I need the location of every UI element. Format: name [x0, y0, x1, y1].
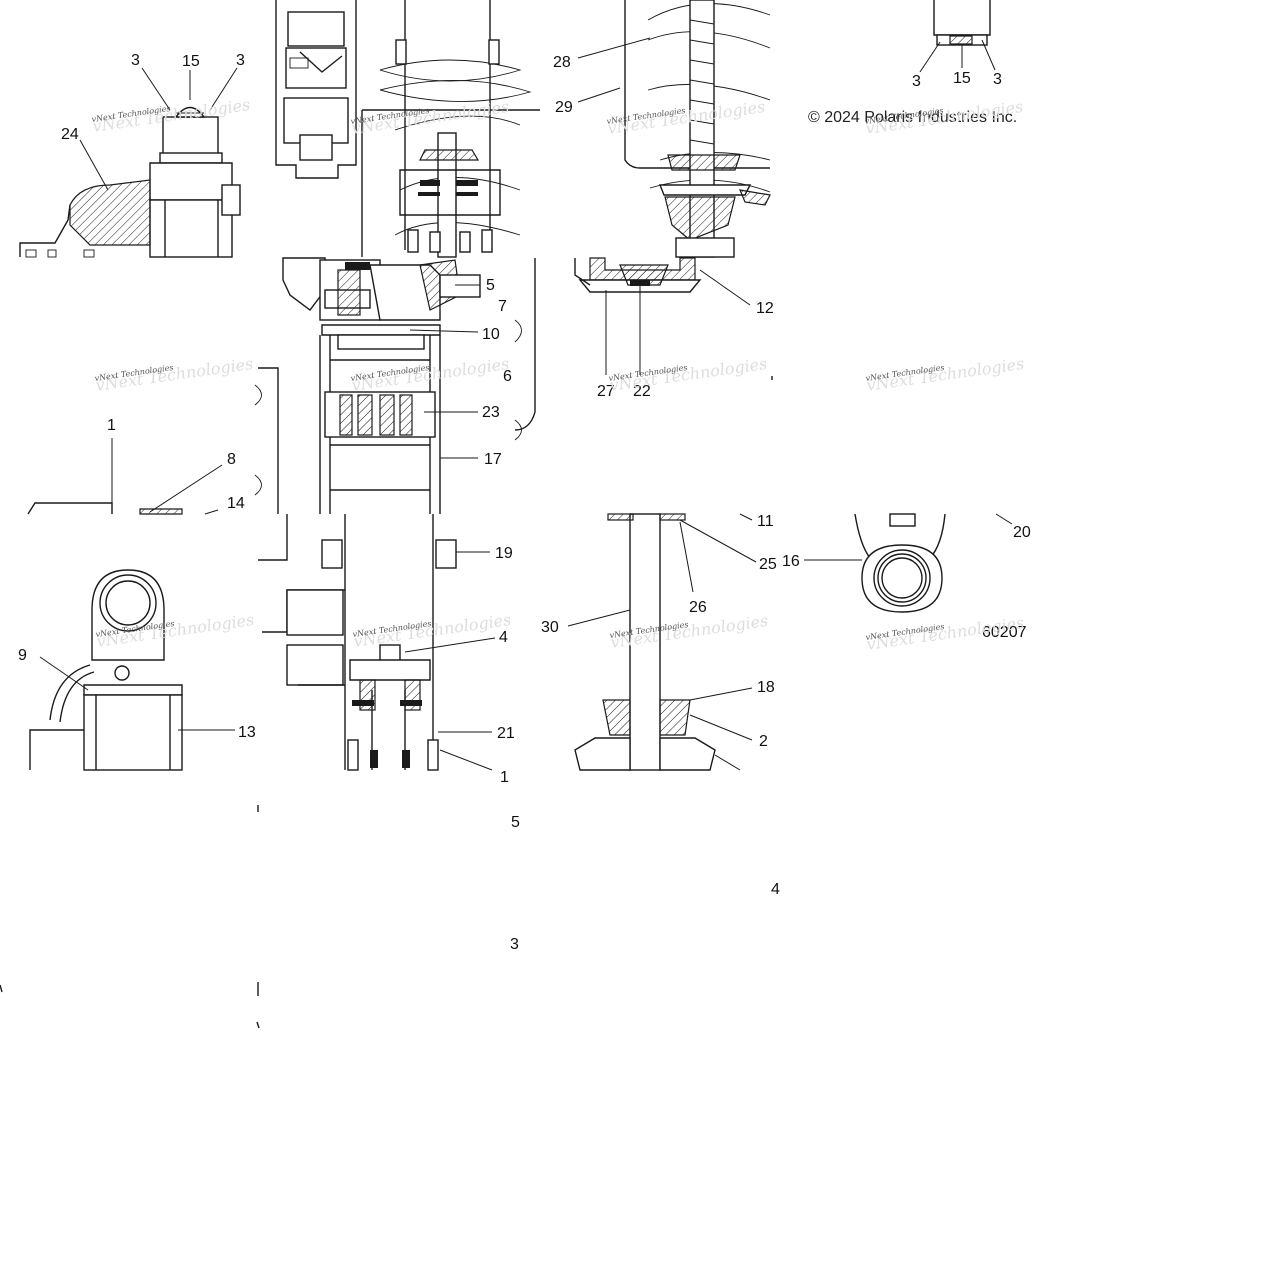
callout-23: 23 — [482, 404, 500, 421]
callout-20: 20 — [1013, 524, 1031, 541]
callout-3-c: 3 — [912, 73, 921, 90]
callout-29: 29 — [555, 99, 573, 116]
tile-top-right-eyelet — [933, 0, 991, 46]
copyright-notice: © 2024 Polaris Industries Inc. — [808, 109, 1017, 126]
callout-27: 27 — [597, 383, 615, 400]
callout-leaders — [39, 37, 1013, 771]
tile-low-right-eyelet — [854, 513, 946, 613]
tile-top-eyelet — [19, 106, 241, 258]
tile-mid-body — [282, 257, 536, 514]
callout-1-b: 1 — [500, 769, 509, 786]
tile-top-body — [275, 0, 540, 258]
callout-26: 26 — [689, 599, 707, 616]
tile-mid-left — [27, 367, 279, 515]
callout-3-d: 3 — [993, 71, 1002, 88]
callout-15-a: 15 — [182, 53, 200, 70]
callout-3-e: 3 — [510, 936, 519, 953]
callout-5-a: 5 — [486, 277, 495, 294]
callout-17: 17 — [484, 451, 502, 468]
callout-8: 8 — [227, 451, 236, 468]
callout-24: 24 — [61, 126, 79, 143]
callout-3-b: 3 — [236, 52, 245, 69]
tile-fragments — [0, 376, 773, 1029]
tile-low-rod — [574, 513, 716, 771]
callout-4-a: 4 — [499, 629, 508, 646]
callout-9: 9 — [18, 647, 27, 664]
callout-30: 30 — [541, 619, 559, 636]
callout-13: 13 — [238, 724, 256, 741]
callout-14: 14 — [227, 495, 245, 512]
callout-19: 19 — [495, 545, 513, 562]
callout-25: 25 — [759, 556, 777, 573]
tile-top-rod — [624, 0, 771, 258]
tile-low-left-eyelet — [29, 569, 183, 771]
callout-4-b: 4 — [771, 881, 780, 898]
callout-28: 28 — [553, 54, 571, 71]
callout-2: 2 — [759, 733, 768, 750]
callout-5-b: 5 — [511, 814, 520, 831]
figure-id: 60207 — [982, 624, 1027, 641]
tile-mid-piston — [574, 257, 702, 293]
callout-3-a: 3 — [131, 52, 140, 69]
callout-7: 7 — [498, 298, 507, 315]
callout-1-a: 1 — [107, 417, 116, 434]
callout-16: 16 — [782, 553, 800, 570]
callout-11: 11 — [757, 513, 774, 530]
callout-22: 22 — [633, 383, 651, 400]
tile-low-body — [258, 514, 457, 771]
callout-6: 6 — [503, 368, 512, 385]
callout-labels: 3 15 3 24 28 29 3 15 3 5 7 10 12 6 23 17… — [18, 52, 1031, 953]
callout-10: 10 — [482, 326, 500, 343]
callout-21: 21 — [497, 725, 515, 742]
callout-12: 12 — [756, 300, 774, 317]
callout-18: 18 — [757, 679, 775, 696]
callout-15-b: 15 — [953, 70, 971, 87]
